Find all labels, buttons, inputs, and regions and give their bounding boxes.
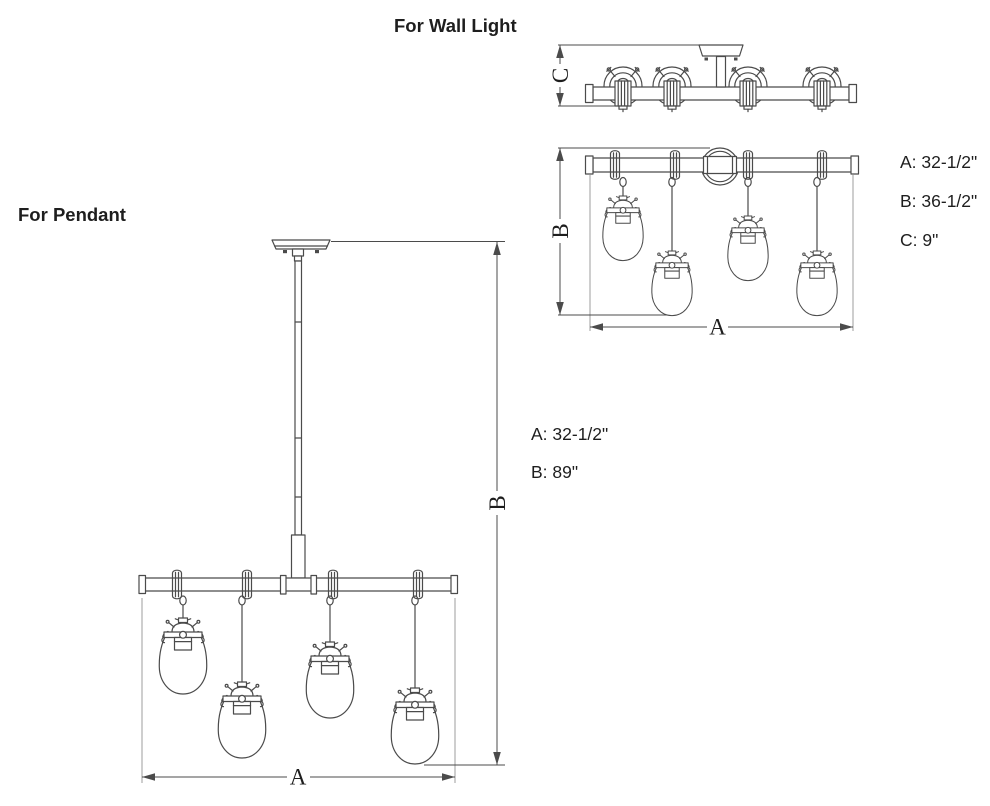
spec-line: A: 32-1/2" xyxy=(900,152,977,172)
bar-end-cap xyxy=(450,574,459,595)
reference-lines xyxy=(331,241,505,766)
pendant-specs: A: 32-1/2" B: 89" xyxy=(531,424,608,482)
dim-height-b: B xyxy=(548,148,573,315)
lamp-socket xyxy=(614,80,632,113)
hanging-hook xyxy=(238,595,246,606)
cords xyxy=(182,604,416,689)
t-joint xyxy=(279,574,318,595)
fixture-bar xyxy=(144,577,453,592)
dim-label-c: C xyxy=(548,68,573,83)
bar-end-cap xyxy=(138,574,147,595)
wall-light-title: For Wall Light xyxy=(394,15,517,36)
bar-end-cap xyxy=(584,155,594,175)
ring-sleeve xyxy=(702,155,738,175)
spec-line: B: 36-1/2" xyxy=(900,191,977,211)
hanging-hook xyxy=(411,595,419,606)
glass-shade xyxy=(651,250,693,317)
glass-shade xyxy=(158,617,208,695)
bar-end-cap xyxy=(850,155,860,175)
wall-light-section: For Wall Light C xyxy=(394,15,977,340)
downrod xyxy=(290,260,306,579)
dim-depth-c: C xyxy=(548,45,573,106)
dim-width-a: A xyxy=(590,315,853,340)
wall-light-top-view: C xyxy=(548,44,858,113)
wall-light-front-view: B xyxy=(548,147,860,340)
glass-shade xyxy=(390,687,440,765)
dim-label-b: B xyxy=(548,223,573,238)
hanging-hook xyxy=(326,595,334,606)
glass-shade xyxy=(727,215,769,282)
ceiling-canopy xyxy=(271,239,331,262)
hanging-hook xyxy=(619,176,627,188)
cords xyxy=(622,185,818,252)
hanging-hook xyxy=(179,595,187,606)
dim-label-a: A xyxy=(290,765,307,790)
pendant-title: For Pendant xyxy=(18,204,126,225)
ceiling-canopy xyxy=(698,44,744,88)
spec-line: A: 32-1/2" xyxy=(531,424,608,444)
pendant-section: For Pendant xyxy=(18,204,608,790)
pendant-view: B A xyxy=(138,239,510,790)
lamp-socket xyxy=(663,80,681,113)
extension-lines xyxy=(589,175,854,331)
bar-end-cap xyxy=(848,83,858,104)
dim-label-a: A xyxy=(709,315,726,340)
glass-shade xyxy=(602,195,644,262)
spec-line: B: 89" xyxy=(531,462,578,482)
lamp-socket xyxy=(739,80,757,113)
reference-lines xyxy=(558,147,710,316)
glass-shade xyxy=(217,681,267,759)
dim-width-a: A xyxy=(142,765,455,790)
extension-lines xyxy=(141,598,456,783)
dim-height-b: B xyxy=(331,241,510,766)
wall-light-specs: A: 32-1/2" B: 36-1/2" C: 9" xyxy=(900,152,977,250)
glass-shade xyxy=(796,250,838,317)
dim-label-b: B xyxy=(485,495,510,510)
glass-shade xyxy=(305,641,355,719)
spec-line: C: 9" xyxy=(900,230,938,250)
hanging-hook xyxy=(813,176,821,188)
lamp-socket xyxy=(813,80,831,113)
bar-end-cap xyxy=(584,83,594,104)
